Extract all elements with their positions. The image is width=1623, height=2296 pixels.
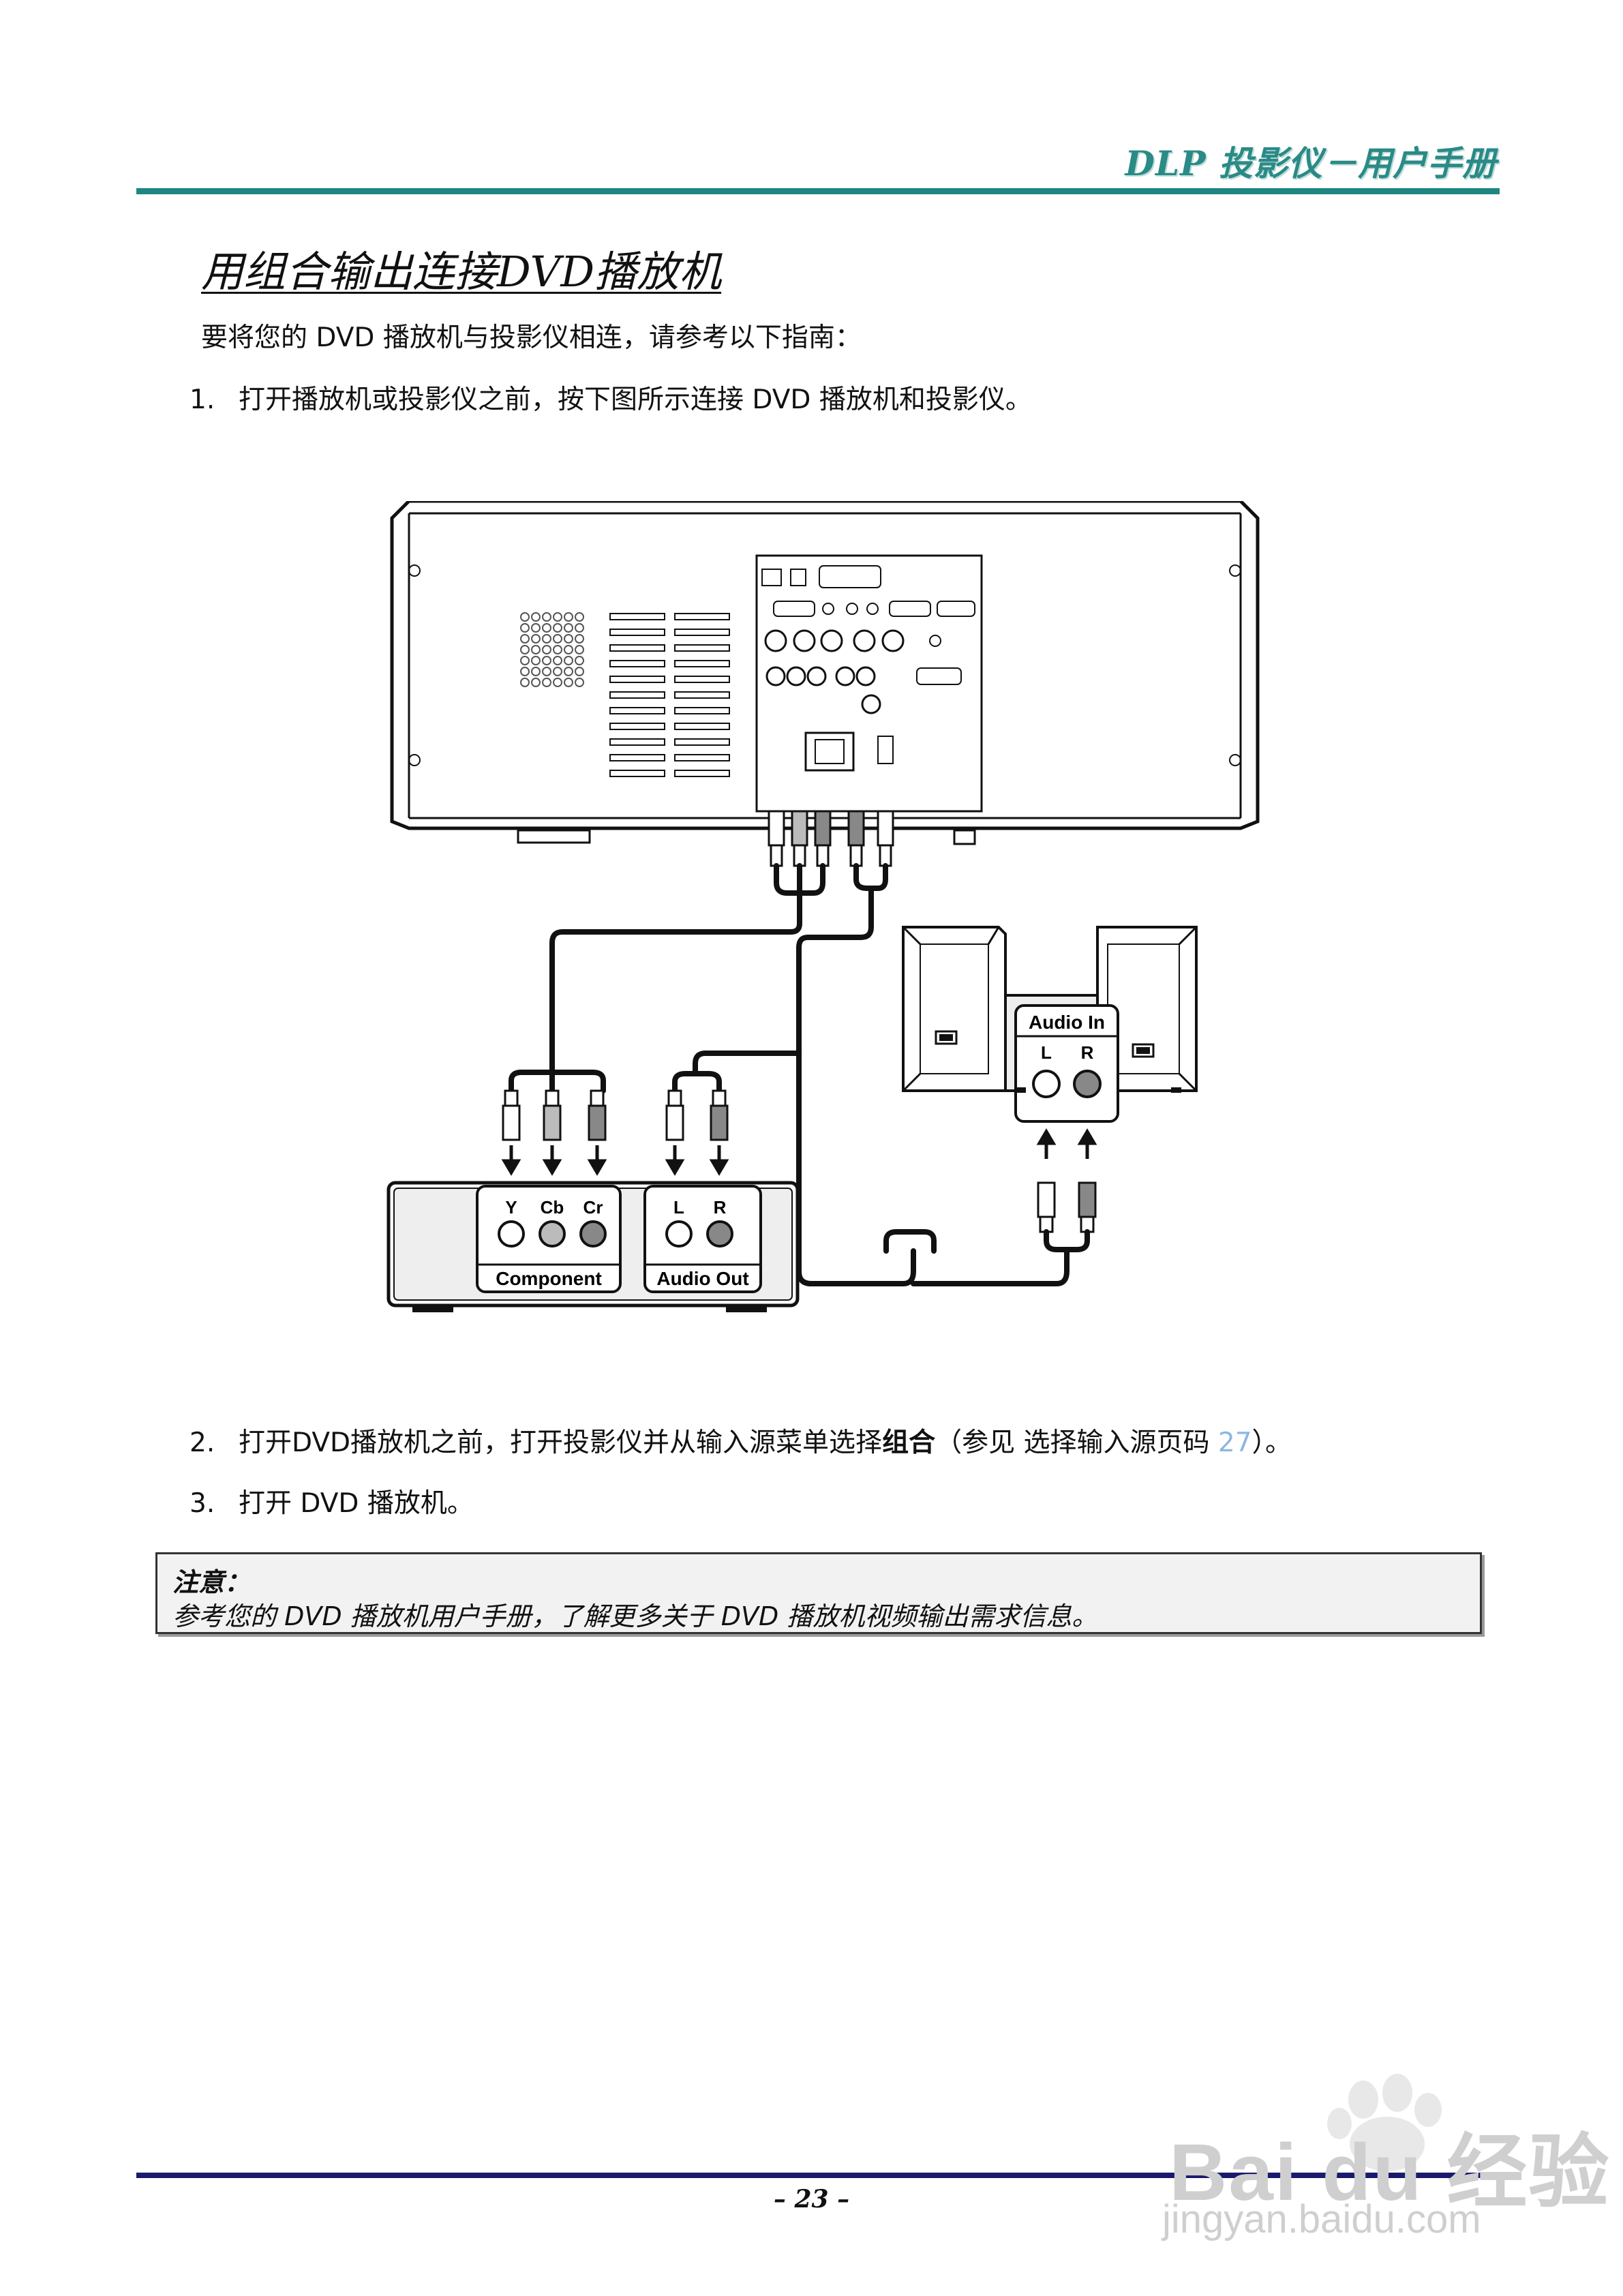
- section-title: 用组合输出连接DVD播放机: [201, 247, 722, 297]
- jack-audio-in-l: [1032, 1070, 1061, 1098]
- label-audio-out-l: L: [673, 1197, 684, 1218]
- jack-audio-out-r: [706, 1220, 733, 1248]
- label-audio-out-r: R: [714, 1197, 727, 1218]
- step-bold-term: 组合: [882, 1428, 936, 1458]
- note-box: 注意： 参考您的 DVD 播放机用户手册，了解更多关于 DVD 播放机视频输出需…: [155, 1552, 1482, 1634]
- component-label: Component: [496, 1268, 602, 1289]
- speaker-rca-plugs: [1037, 1181, 1097, 1233]
- label-cr: Cr: [583, 1197, 603, 1218]
- audio-out-label: Audio Out: [656, 1268, 748, 1289]
- step-number: 2.: [189, 1428, 215, 1458]
- step-1: 1. 打开播放机或投影仪之前，按下图所示连接 DVD 播放机和投影仪。: [189, 384, 1032, 417]
- note-label: 注意：: [172, 1567, 251, 1597]
- step-text-after: （参见 选择输入源页码: [935, 1428, 1210, 1458]
- step-number: 3.: [189, 1488, 215, 1519]
- intro-paragraph: 要将您的 DVD 播放机与投影仪相连，请参考以下指南：: [201, 322, 862, 353]
- step-text-end: ）。: [1252, 1428, 1292, 1458]
- jack-cb: [539, 1220, 566, 1248]
- label-audio-in-r: R: [1081, 1042, 1094, 1063]
- step-3: 3. 打开 DVD 播放机。: [189, 1487, 474, 1520]
- audio-in-label: Audio In: [1029, 1012, 1105, 1033]
- label-y: Y: [505, 1197, 517, 1218]
- step-number: 1.: [189, 384, 215, 415]
- connection-diagram: Y Cb Cr Component L R Audio Out Audio In…: [386, 501, 1260, 1312]
- watermark-brand: Bai du 经验: [1169, 2128, 1611, 2218]
- running-header: DLP 投影仪－用户手册: [1125, 143, 1497, 183]
- dvd-rca-plugs: [502, 1089, 729, 1141]
- speaker-up-arrows: [1036, 1128, 1097, 1159]
- step-2: 2. 打开DVD播放机之前，打开投影仪并从输入源菜单选择组合（参见 选择输入源页码…: [189, 1427, 1292, 1460]
- page-number: – 23 –: [773, 2185, 850, 2214]
- label-cb: Cb: [541, 1197, 564, 1218]
- baidu-paw-logo: [1327, 2074, 1442, 2171]
- step-text: 打开 DVD 播放机。: [239, 1488, 474, 1519]
- step-text: 打开DVD播放机之前，打开投影仪并从输入源菜单选择: [239, 1428, 883, 1458]
- jack-audio-in-r: [1073, 1070, 1102, 1098]
- page-reference-link[interactable]: 27: [1217, 1428, 1252, 1458]
- down-arrows: [501, 1145, 729, 1176]
- label-audio-in-l: L: [1041, 1042, 1052, 1063]
- cables: [509, 863, 937, 1286]
- footer-rule: [136, 2173, 1500, 2178]
- speaker-system: Audio In L R: [902, 926, 1198, 1123]
- note-text: 参考您的 DVD 播放机用户手册，了解更多关于 DVD 播放机视频输出需求信息。: [172, 1601, 1098, 1631]
- step-text: 打开播放机或投影仪之前，按下图所示连接 DVD 播放机和投影仪。: [239, 384, 1032, 415]
- jack-cr: [579, 1220, 607, 1248]
- header-rule: [136, 188, 1500, 194]
- jack-y: [498, 1220, 525, 1248]
- jack-audio-out-l: [665, 1220, 693, 1248]
- projector-rear-panel: [390, 501, 1260, 845]
- watermark-url: jingyan.baidu.com: [1162, 2197, 1481, 2241]
- dvd-player: Y Cb Cr Component L R Audio Out: [386, 1181, 800, 1312]
